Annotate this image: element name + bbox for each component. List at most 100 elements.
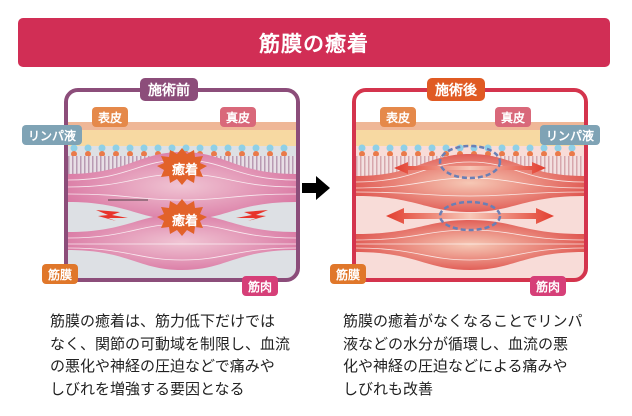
desc-line: 化や神経の圧迫などによる痛みや bbox=[343, 357, 568, 375]
lymph-cell bbox=[372, 144, 380, 152]
lower-muscle bbox=[356, 220, 584, 270]
lymph-cell bbox=[358, 144, 366, 152]
after-title: 施術後 bbox=[435, 82, 477, 99]
tissue-cell bbox=[239, 151, 245, 157]
desc-line: しびれを増強する要因となる bbox=[50, 379, 245, 398]
desc-line: しびれも改善 bbox=[343, 379, 434, 398]
lymph-cell bbox=[280, 144, 288, 152]
circulation-ring-middle bbox=[438, 200, 502, 232]
tissue-cell bbox=[373, 151, 379, 157]
tissue-cell bbox=[415, 151, 421, 157]
tissue-cell bbox=[71, 151, 77, 157]
tag-label: 筋膜 bbox=[336, 267, 361, 282]
tag-label: 筋肉 bbox=[536, 279, 561, 294]
title-banner: 筋膜の癒着 bbox=[18, 18, 610, 67]
after-description: 筋膜の癒着がなくなることでリンパ 液などの水分が循環し、血流の悪 化や神経の圧迫… bbox=[343, 310, 605, 400]
before-title-tag: 施術前 bbox=[140, 78, 198, 101]
before-muscle-tag: 筋肉 bbox=[242, 276, 279, 296]
circulation-ring-top bbox=[438, 144, 502, 180]
tissue-cell bbox=[113, 151, 119, 157]
after-muscle-tag: 筋肉 bbox=[530, 276, 567, 296]
desc-line: なく、関節の可動域を制限し、血流 bbox=[50, 334, 291, 353]
tissue-cell bbox=[401, 151, 407, 157]
tissue-cell bbox=[253, 151, 259, 157]
lymph-cell bbox=[154, 144, 162, 152]
lymph-cell bbox=[140, 144, 148, 152]
tag-label: 表皮 bbox=[98, 110, 123, 125]
tissue-cell bbox=[569, 151, 575, 157]
tissue-cell bbox=[267, 151, 273, 157]
tag-label: 筋肉 bbox=[248, 279, 273, 294]
lymph-cell bbox=[400, 144, 408, 152]
tag-label: 真皮 bbox=[501, 110, 526, 125]
before-fascia-tag: 筋膜 bbox=[42, 264, 79, 284]
tissue-cell bbox=[85, 151, 91, 157]
lymph-cell bbox=[540, 144, 548, 152]
tissue-cell bbox=[527, 151, 533, 157]
flow-arrow-top-icon bbox=[394, 162, 546, 174]
tissue-cell bbox=[541, 151, 547, 157]
tag-label: 表皮 bbox=[386, 110, 411, 125]
lymph-cell bbox=[210, 144, 218, 152]
before-lymph-tag: リンパ液 bbox=[22, 125, 83, 145]
lymph-cell bbox=[238, 144, 246, 152]
lymph-cell bbox=[98, 144, 106, 152]
lymph-cell bbox=[182, 144, 190, 152]
after-epidermis-tag: 表皮 bbox=[380, 107, 417, 127]
tissue-cell bbox=[499, 151, 505, 157]
before-title: 施術前 bbox=[148, 82, 190, 99]
lymph-cell bbox=[266, 144, 274, 152]
lymph-cell bbox=[112, 144, 120, 152]
tissue-cell bbox=[555, 151, 561, 157]
page-title: 筋膜の癒着 bbox=[259, 31, 369, 56]
lymph-cell bbox=[126, 144, 134, 152]
tissue-cell bbox=[141, 151, 147, 157]
tag-label: リンパ液 bbox=[546, 128, 595, 143]
tag-label: リンパ液 bbox=[28, 128, 77, 143]
tissue-cell bbox=[387, 151, 393, 157]
after-lymph-tag: リンパ液 bbox=[540, 125, 601, 145]
right-arrow-icon bbox=[302, 176, 330, 200]
tag-label: 筋膜 bbox=[48, 267, 73, 282]
desc-line: 液などの水分が循環し、血流の悪 bbox=[343, 334, 569, 353]
lymph-cell bbox=[70, 144, 78, 152]
adhesion-burst-top bbox=[157, 148, 207, 185]
lymph-cell bbox=[252, 144, 260, 152]
lymph-cell bbox=[498, 144, 506, 152]
pain-spark-left-icon bbox=[96, 210, 128, 221]
lymph-cell bbox=[554, 144, 562, 152]
desc-line: 筋膜の癒着がなくなることでリンパ bbox=[343, 312, 583, 330]
tissue-cell bbox=[225, 151, 231, 157]
lymph-cell bbox=[428, 144, 436, 152]
tissue-cell bbox=[211, 151, 217, 157]
tissue-cell bbox=[281, 151, 287, 157]
lymph-cell bbox=[512, 144, 520, 152]
adhesion-label-top: 癒着 bbox=[172, 163, 199, 178]
lymph-cell bbox=[568, 144, 576, 152]
lymph-cell bbox=[526, 144, 534, 152]
epidermis-layer bbox=[68, 122, 296, 130]
lower-muscle bbox=[68, 214, 296, 270]
tissue-cell bbox=[99, 151, 105, 157]
lymph-cell bbox=[196, 144, 204, 152]
desc-line: の悪化や神経の圧迫などで痛みや bbox=[50, 357, 275, 375]
pain-spark-right-icon bbox=[236, 210, 268, 221]
lymph-cell bbox=[442, 144, 450, 152]
lymph-cell bbox=[168, 144, 176, 152]
dermis-layer bbox=[68, 130, 296, 146]
upper-muscle bbox=[68, 152, 296, 220]
tissue-cell bbox=[359, 151, 365, 157]
before-epidermis-tag: 表皮 bbox=[92, 107, 129, 127]
desc-line: 筋膜の癒着は、筋力低下だけでは bbox=[50, 312, 276, 330]
adhesion-label-middle: 癒着 bbox=[172, 214, 199, 229]
lymph-cell bbox=[414, 144, 422, 152]
before-description: 筋膜の癒着は、筋力低下だけでは なく、関節の可動域を制限し、血流 の悪化や神経の… bbox=[50, 310, 312, 400]
after-fascia-tag: 筋膜 bbox=[330, 264, 367, 284]
adhesion-burst-middle bbox=[157, 199, 207, 236]
flow-arrow-middle-icon bbox=[386, 208, 554, 224]
after-dermis-tag: 真皮 bbox=[495, 107, 532, 127]
tissue-cell bbox=[127, 151, 133, 157]
tag-label: 真皮 bbox=[226, 110, 251, 125]
lymph-cell bbox=[84, 144, 92, 152]
lymph-cell bbox=[386, 144, 394, 152]
